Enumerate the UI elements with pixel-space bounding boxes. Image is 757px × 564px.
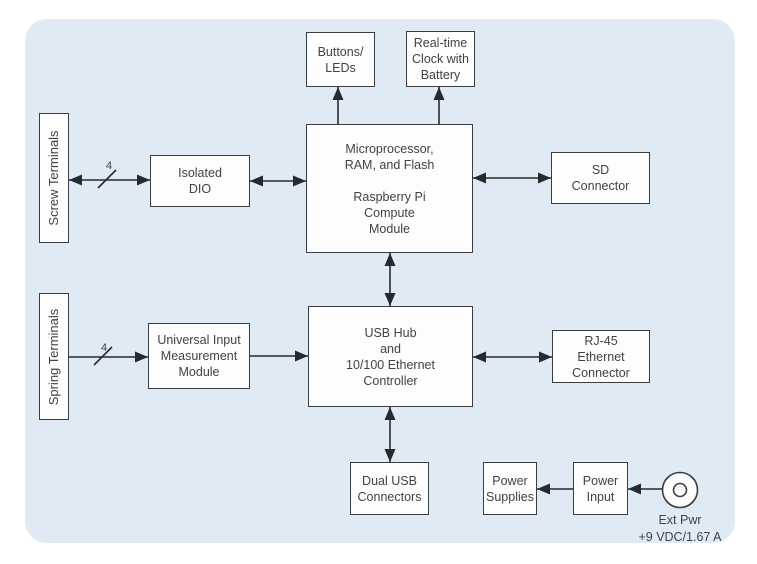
ext-pwr-caption: Ext Pwr +9 VDC/1.67 A: [617, 512, 743, 546]
node-buttons-leds: Buttons/ LEDs: [306, 32, 375, 87]
screw-terminals-label: Screw Terminals: [46, 130, 61, 226]
node-sd-connector: SD Connector: [551, 152, 650, 204]
node-rj45-connector: RJ-45 Ethernet Connector: [552, 330, 650, 383]
spring-terminals-label: Spring Terminals: [46, 308, 61, 405]
node-screw-terminals: Screw Terminals: [39, 113, 69, 243]
node-power-input: Power Input: [573, 462, 628, 515]
ext-pwr-caption-line2: +9 VDC/1.67 A: [638, 530, 722, 544]
node-microprocessor: Microprocessor, RAM, and Flash Raspberry…: [306, 124, 473, 253]
node-power-supplies: Power Supplies: [483, 462, 537, 515]
node-usb-hub: USB Hub and 10/100 Ethernet Controller: [308, 306, 473, 407]
ext-pwr-caption-line1: Ext Pwr: [658, 513, 702, 527]
node-spring-terminals: Spring Terminals: [39, 293, 69, 420]
node-dual-usb-connectors: Dual USB Connectors: [350, 462, 429, 515]
node-realtime-clock: Real-time Clock with Battery: [406, 31, 475, 87]
node-isolated-dio: Isolated DIO: [150, 155, 250, 207]
node-universal-input-module: Universal Input Measurement Module: [148, 323, 250, 389]
diagram-background-panel: [25, 19, 735, 543]
